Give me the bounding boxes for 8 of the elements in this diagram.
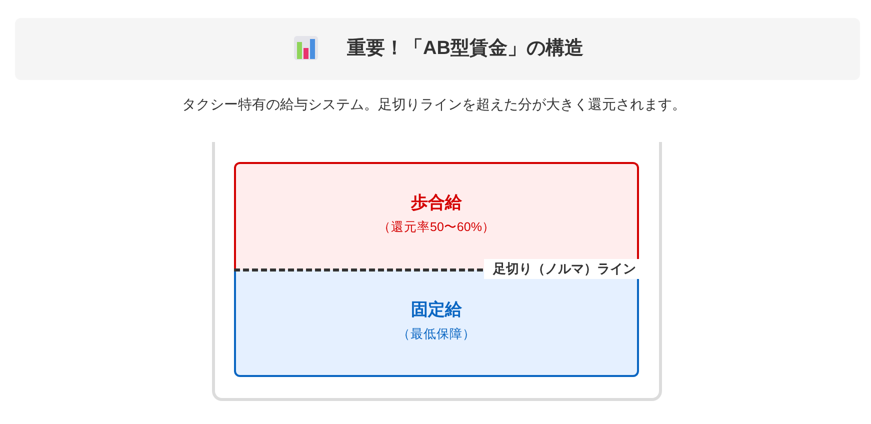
note-text: （最低保障） [398, 326, 476, 342]
note-text: （還元率50〜60%） [378, 219, 495, 235]
line-label: 足切り（ノルマ）ライン [484, 259, 640, 279]
frame [212, 142, 662, 401]
title-text: 重要！「AB型賃金」の構造 [347, 37, 584, 61]
heading-text: 歩合給 [411, 193, 462, 213]
subtitle-text: タクシー特有の給与システム。足切りラインを超えた分が大きく還元されます。 [181, 95, 687, 113]
heading-text: 固定給 [411, 300, 462, 320]
